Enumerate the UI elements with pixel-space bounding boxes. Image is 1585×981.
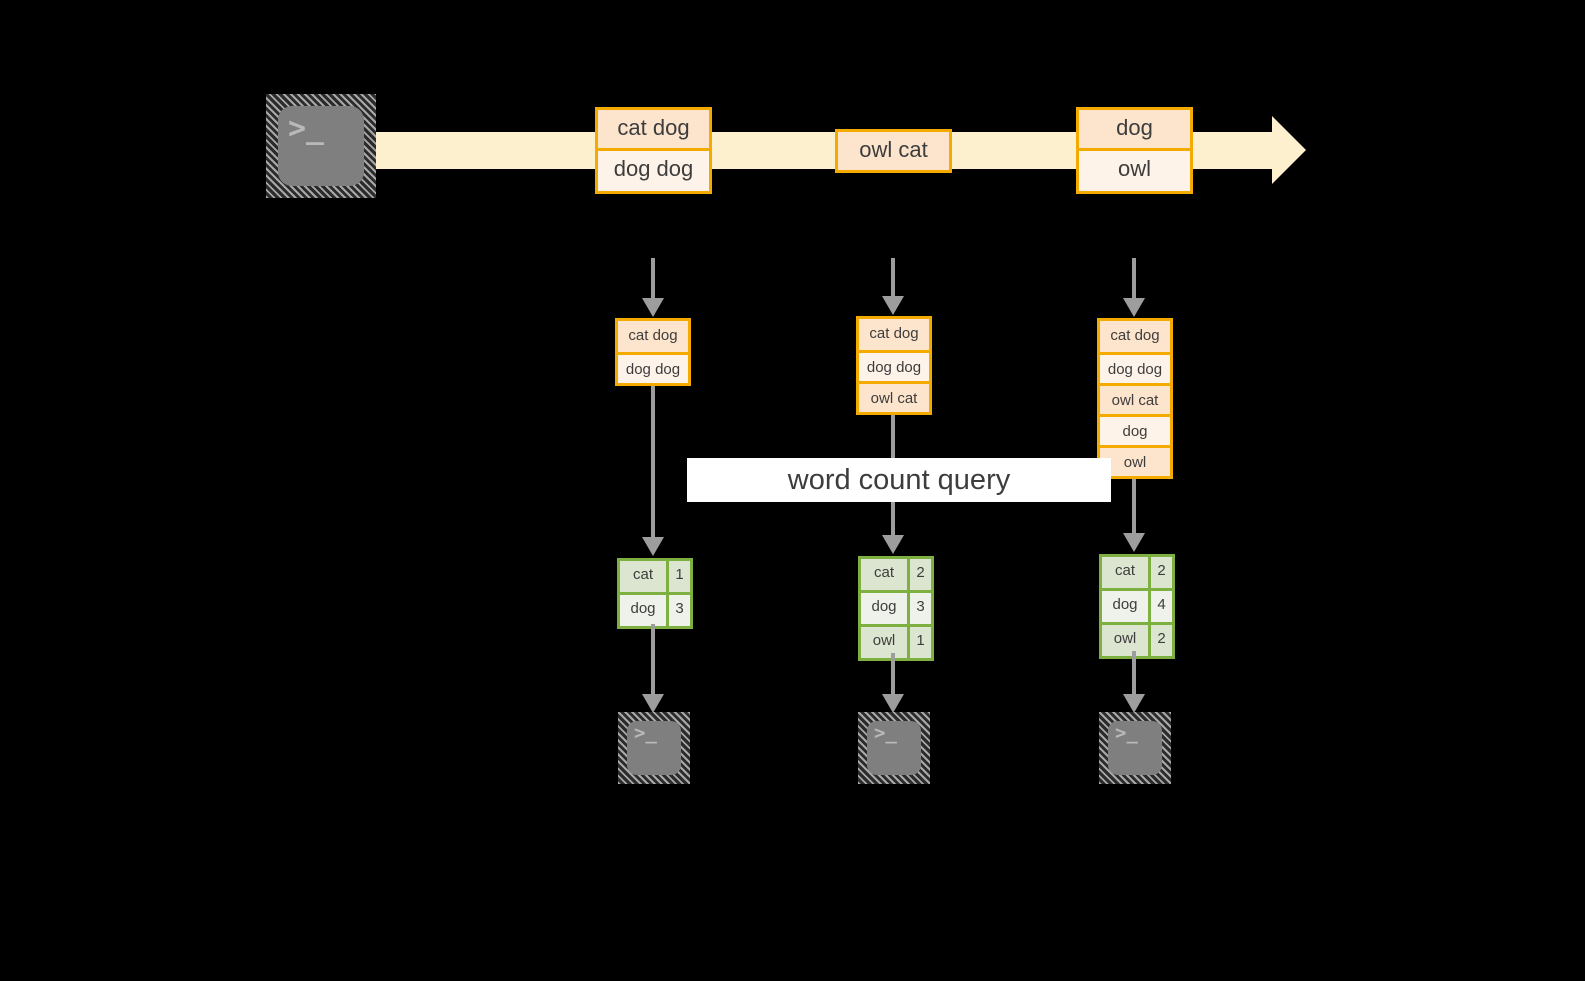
result-count: 1 <box>907 627 931 658</box>
table-row: cat 1 <box>620 561 690 592</box>
result-flow-line-3 <box>1132 651 1136 698</box>
result-word: owl <box>861 627 907 658</box>
snapshot-trigger-arrowhead-2 <box>882 296 904 315</box>
accumulated-line: cat dog <box>618 321 688 352</box>
stream-message-1[interactable]: cat dog dog dog <box>595 107 712 194</box>
result-count: 2 <box>1148 557 1172 588</box>
message-line: dog dog <box>598 148 709 186</box>
accumulated-line: owl cat <box>1100 383 1170 414</box>
accumulated-line: cat dog <box>1100 321 1170 352</box>
stream-message-2[interactable]: owl cat <box>835 129 952 173</box>
message-line: cat dog <box>598 110 709 148</box>
table-row: dog 4 <box>1102 588 1172 622</box>
table-row: dog 3 <box>861 590 931 624</box>
accumulated-messages-2[interactable]: cat dog dog dog owl cat <box>856 316 932 415</box>
accumulated-line: dog dog <box>859 350 929 381</box>
accumulated-line: owl <box>1100 445 1170 476</box>
query-flow-arrowhead-2 <box>882 535 904 554</box>
terminal-screen <box>627 721 681 775</box>
accumulated-messages-1[interactable]: cat dog dog dog <box>615 318 691 386</box>
producer-terminal[interactable]: >_ <box>266 94 376 198</box>
table-row: dog 3 <box>620 592 690 626</box>
result-count: 4 <box>1148 591 1172 622</box>
terminal-prompt-icon: >_ <box>288 111 325 146</box>
result-table-2[interactable]: cat 2 dog 3 owl 1 <box>858 556 934 661</box>
accumulated-line: cat dog <box>859 319 929 350</box>
result-word: cat <box>1102 557 1148 588</box>
snapshot-trigger-arrowhead-3 <box>1123 298 1145 317</box>
terminal-prompt-icon: >_ <box>634 722 657 744</box>
snapshot-trigger-arrowhead-1 <box>642 298 664 317</box>
result-word: cat <box>620 561 666 592</box>
terminal-screen <box>867 721 921 775</box>
snapshot-trigger-line-1 <box>651 258 655 302</box>
table-row: owl 1 <box>861 624 931 658</box>
query-flow-line-3 <box>1132 479 1136 537</box>
result-count: 3 <box>666 595 690 626</box>
snapshot-trigger-line-2 <box>891 258 895 300</box>
result-flow-arrowhead-1 <box>642 694 664 713</box>
terminal-screen <box>278 106 364 186</box>
consumer-terminal-1[interactable]: >_ <box>618 712 690 784</box>
result-count: 2 <box>1148 625 1172 656</box>
result-table-3[interactable]: cat 2 dog 4 owl 2 <box>1099 554 1175 659</box>
query-flow-arrowhead-3 <box>1123 533 1145 552</box>
result-word: owl <box>1102 625 1148 656</box>
result-count: 2 <box>907 559 931 590</box>
consumer-terminal-2[interactable]: >_ <box>858 712 930 784</box>
query-label: word count query <box>687 458 1111 502</box>
result-word: dog <box>861 593 907 624</box>
query-flow-arrowhead-1 <box>642 537 664 556</box>
accumulated-line: dog dog <box>618 352 688 383</box>
result-word: dog <box>620 595 666 626</box>
result-table-1[interactable]: cat 1 dog 3 <box>617 558 693 629</box>
result-word: cat <box>861 559 907 590</box>
consumer-terminal-3[interactable]: >_ <box>1099 712 1171 784</box>
snapshot-trigger-line-3 <box>1132 258 1136 302</box>
table-row: owl 2 <box>1102 622 1172 656</box>
stream-message-3[interactable]: dog owl <box>1076 107 1193 194</box>
result-flow-arrowhead-2 <box>882 694 904 713</box>
result-flow-line-2 <box>891 653 895 698</box>
result-flow-line-1 <box>651 624 655 698</box>
result-flow-arrowhead-3 <box>1123 694 1145 713</box>
stream-arrowhead <box>1272 116 1306 184</box>
result-count: 3 <box>907 593 931 624</box>
query-flow-line-1 <box>651 386 655 541</box>
query-label-text: word count query <box>787 463 1011 496</box>
message-line: owl cat <box>838 132 949 170</box>
accumulated-line: owl cat <box>859 381 929 412</box>
result-word: dog <box>1102 591 1148 622</box>
table-row: cat 2 <box>861 559 931 590</box>
terminal-screen <box>1108 721 1162 775</box>
accumulated-line: dog <box>1100 414 1170 445</box>
terminal-prompt-icon: >_ <box>1115 722 1138 744</box>
table-row: cat 2 <box>1102 557 1172 588</box>
terminal-prompt-icon: >_ <box>874 722 897 744</box>
message-line: owl <box>1079 148 1190 186</box>
accumulated-messages-3[interactable]: cat dog dog dog owl cat dog owl <box>1097 318 1173 479</box>
message-line: dog <box>1079 110 1190 148</box>
result-count: 1 <box>666 561 690 592</box>
accumulated-line: dog dog <box>1100 352 1170 383</box>
